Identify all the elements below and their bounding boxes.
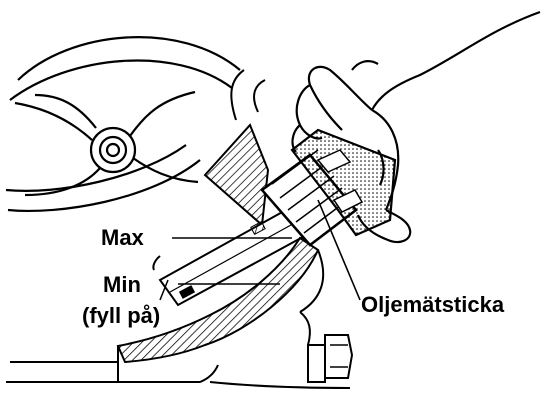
tube-mount (205, 70, 268, 225)
oil-tube (6, 238, 352, 388)
min-label: Min (103, 273, 141, 297)
steering-wheel (6, 37, 240, 211)
fill-label: (fyll på) (82, 304, 160, 328)
dipstick-label: Oljemätsticka (361, 293, 504, 317)
max-label: Max (101, 226, 144, 250)
